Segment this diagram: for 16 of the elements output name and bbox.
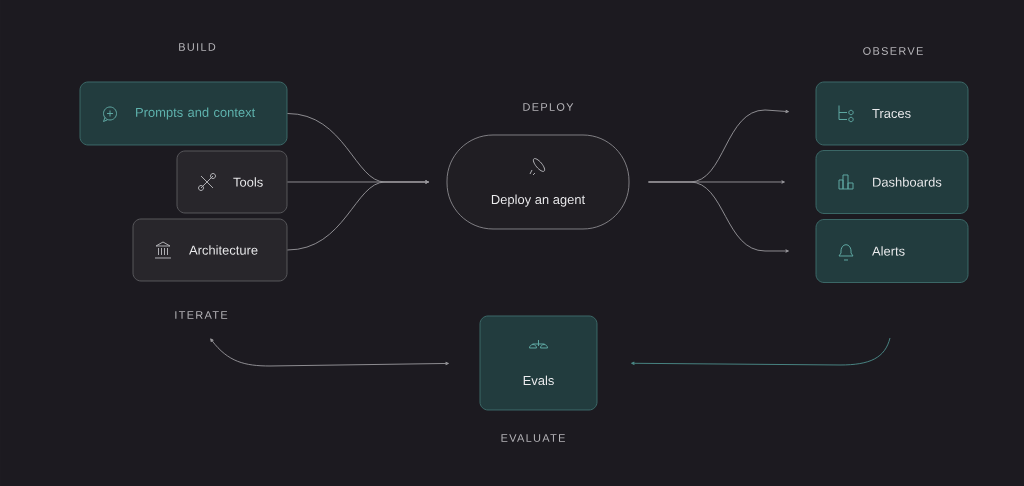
arrow — [210, 338, 449, 367]
stage-label: BUILD — [179, 43, 216, 51]
process-box: Tools — [176, 150, 288, 214]
process-box: Evals — [479, 315, 598, 411]
stage-label: ITERATE — [175, 311, 228, 319]
process-box: Prompts and context — [79, 81, 288, 146]
process-box: Architecture — [132, 218, 288, 282]
stage-label: EVALUATE — [501, 434, 565, 442]
process-box: Traces — [815, 81, 969, 146]
stage-label: OBSERVE — [863, 47, 923, 55]
arrow — [631, 337, 891, 366]
process-box: Dashboards — [815, 150, 969, 214]
arrow — [287, 180, 429, 251]
stage-label: DEPLOY — [523, 103, 574, 111]
process-box: Alerts — [815, 219, 969, 283]
arrow — [648, 181, 789, 253]
